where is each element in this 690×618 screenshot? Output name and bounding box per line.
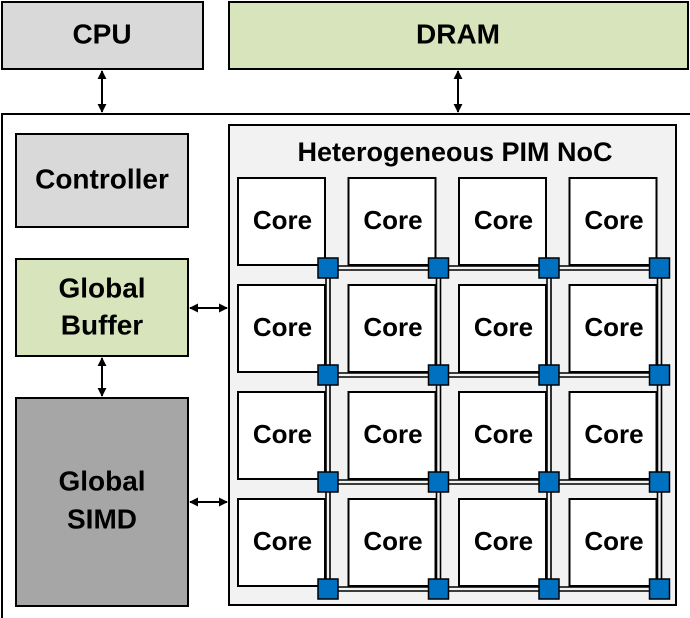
router-node xyxy=(427,257,450,279)
core-box xyxy=(568,498,658,587)
core-tile: Core xyxy=(458,177,547,266)
core-tile: Core xyxy=(458,391,547,480)
router-node xyxy=(427,578,450,600)
core-box xyxy=(347,391,437,480)
router-node xyxy=(427,364,450,386)
core-tile: Core xyxy=(347,284,437,373)
noc-title: Heterogeneous PIM NoC xyxy=(297,137,612,167)
core-box xyxy=(237,284,326,373)
router-node xyxy=(648,364,671,386)
core-box xyxy=(458,284,547,373)
core-tile: Core xyxy=(568,284,658,373)
core-tile: Core xyxy=(568,177,658,266)
router-node xyxy=(317,257,339,279)
core-label: Core xyxy=(363,205,422,235)
core-box xyxy=(347,498,437,587)
core-box xyxy=(458,177,547,266)
dram-label: DRAM xyxy=(416,18,500,49)
core-box xyxy=(568,284,658,373)
router-node xyxy=(648,471,671,493)
router-node xyxy=(648,578,671,600)
core-label: Core xyxy=(253,205,312,235)
core-tile: Core xyxy=(347,177,437,266)
router-node xyxy=(427,471,450,493)
core-label: Core xyxy=(363,526,422,556)
core-tile: Core xyxy=(237,177,326,266)
core-box xyxy=(237,177,326,266)
core-box xyxy=(347,177,437,266)
global-simd-label-line1: Global xyxy=(58,465,145,496)
system-boundary xyxy=(1,113,690,618)
global-simd-label-line2: SIMD xyxy=(67,503,137,534)
core-box xyxy=(237,391,326,480)
cpu-label: CPU xyxy=(72,18,131,49)
core-label: Core xyxy=(474,419,533,449)
core-tile: Core xyxy=(568,391,658,480)
router-node xyxy=(538,257,560,279)
core-tile: Core xyxy=(347,391,437,480)
core-label: Core xyxy=(474,526,533,556)
core-label: Core xyxy=(363,312,422,342)
global-buffer-label-line2: Buffer xyxy=(61,309,144,340)
router-node xyxy=(317,471,339,493)
core-tile: Core xyxy=(237,498,326,587)
core-label: Core xyxy=(253,419,312,449)
core-box xyxy=(458,498,547,587)
router-node xyxy=(538,471,560,493)
controller-block xyxy=(15,133,189,228)
core-box xyxy=(237,498,326,587)
core-box xyxy=(568,391,658,480)
core-label: Core xyxy=(584,205,643,235)
core-label: Core xyxy=(253,312,312,342)
core-label: Core xyxy=(474,205,533,235)
cpu-block xyxy=(1,1,204,70)
core-tile: Core xyxy=(458,284,547,373)
core-tile: Core xyxy=(568,498,658,587)
core-tile: Core xyxy=(237,284,326,373)
core-label: Core xyxy=(584,312,643,342)
controller-label: Controller xyxy=(35,163,169,194)
dram-block xyxy=(228,1,689,70)
global-buffer-block xyxy=(15,258,189,357)
router-node xyxy=(317,578,339,600)
router-node xyxy=(538,364,560,386)
router-node xyxy=(648,257,671,279)
core-box xyxy=(458,391,547,480)
core-label: Core xyxy=(584,419,643,449)
global-buffer-label-line1: Global xyxy=(58,272,145,303)
router-node xyxy=(317,364,339,386)
core-label: Core xyxy=(363,419,422,449)
global-simd-block xyxy=(15,397,189,607)
core-label: Core xyxy=(584,526,643,556)
core-box xyxy=(568,177,658,266)
core-tile: Core xyxy=(347,498,437,587)
core-label: Core xyxy=(474,312,533,342)
core-tile: Core xyxy=(458,498,547,587)
core-box xyxy=(347,284,437,373)
router-node xyxy=(538,578,560,600)
core-tile: Core xyxy=(237,391,326,480)
core-label: Core xyxy=(253,526,312,556)
